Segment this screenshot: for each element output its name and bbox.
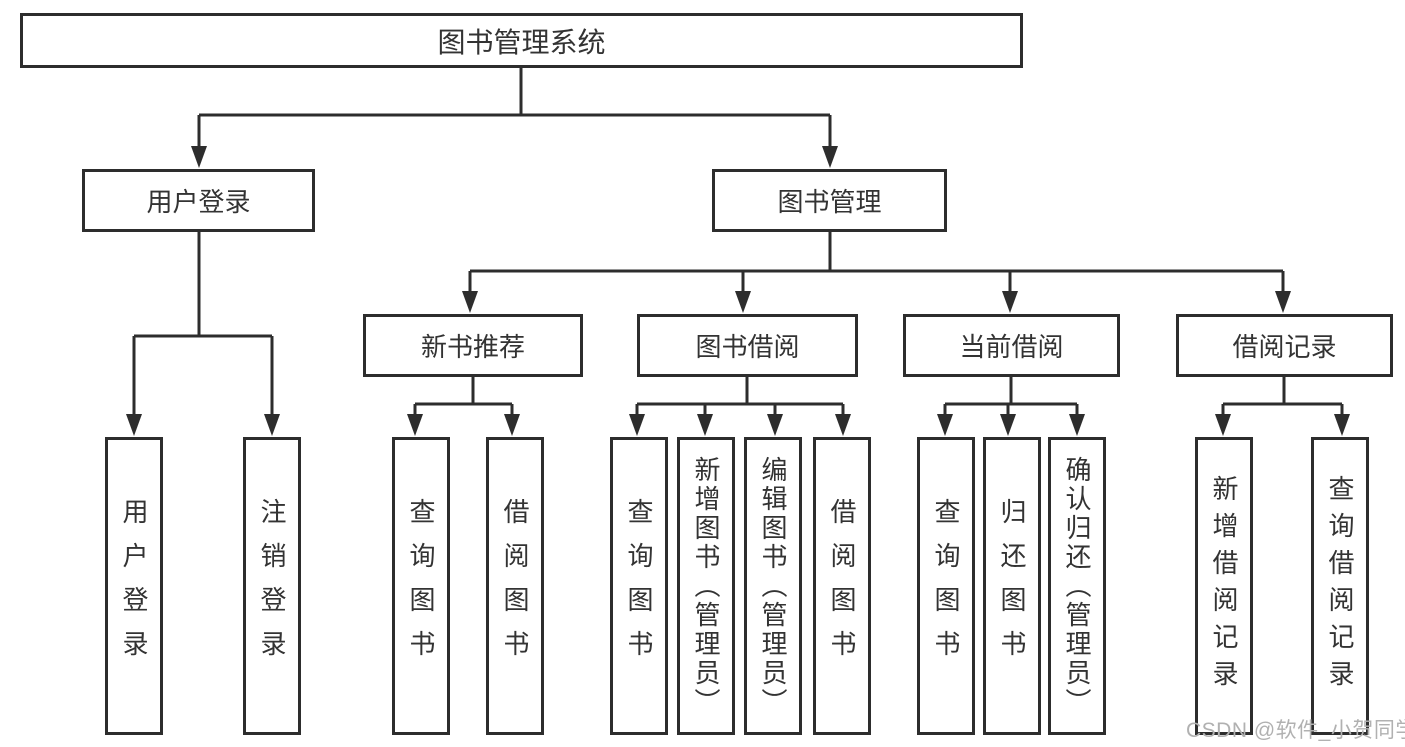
- user-login-branch-line: [132, 232, 274, 418]
- leaf-label: 编辑图书（管理员）: [758, 455, 788, 717]
- leaf-label: 新增图书（管理员）: [691, 455, 721, 717]
- root-to-level2-line: [197, 68, 832, 150]
- leaf-label: 查询借阅记录: [1325, 475, 1355, 697]
- new-book-branch-line: [413, 377, 514, 418]
- leaf-confirm-return-admin: 确认归还（管理员）: [1048, 437, 1106, 735]
- node-label: 借阅记录: [1232, 332, 1337, 362]
- leaf-label: 确认归还（管理员）: [1062, 455, 1092, 717]
- leaf-borrow-books-newbook: 借阅图书: [486, 437, 544, 735]
- arrowhead: [1334, 414, 1350, 436]
- arrowhead: [1000, 414, 1016, 436]
- leaf-label: 查询图书: [931, 498, 961, 674]
- arrowhead: [735, 291, 751, 313]
- leaf-query-books-newbook: 查询图书: [392, 437, 450, 735]
- leaf-label: 新增借阅记录: [1209, 475, 1239, 697]
- arrowhead: [126, 414, 142, 436]
- arrowhead: [1275, 291, 1291, 313]
- arrowhead: [767, 414, 783, 436]
- leaf-query-borrow-record: 查询借阅记录: [1311, 437, 1369, 735]
- arrowhead: [504, 414, 520, 436]
- node-library-system: 图书管理系统: [20, 13, 1023, 68]
- leaf-label: 借阅图书: [500, 498, 530, 674]
- node-label: 图书借阅: [695, 332, 800, 362]
- records-branch-line: [1221, 377, 1344, 418]
- node-user-login: 用户登录: [82, 169, 315, 232]
- arrowhead: [407, 414, 423, 436]
- arrowhead: [1069, 414, 1085, 436]
- node-label: 当前借阅: [959, 332, 1064, 362]
- leaf-label: 注销登录: [257, 498, 287, 674]
- node-borrow-records: 借阅记录: [1176, 314, 1393, 377]
- leaf-edit-book-admin: 编辑图书（管理员）: [744, 437, 802, 735]
- arrowhead: [822, 146, 838, 168]
- node-label: 图书管理系统: [437, 26, 606, 58]
- leaf-borrow-books-borrowing: 借阅图书: [813, 437, 871, 735]
- leaf-add-borrow-record: 新增借阅记录: [1195, 437, 1253, 735]
- leaf-add-book-admin: 新增图书（管理员）: [677, 437, 735, 735]
- node-book-management: 图书管理: [712, 169, 947, 232]
- leaf-label: 查询图书: [406, 498, 436, 674]
- leaf-query-books-borrowing: 查询图书: [610, 437, 668, 735]
- csdn-watermark: CSDN @软件_小贺同学: [1186, 719, 1405, 742]
- arrowhead: [1002, 291, 1018, 313]
- current-borrow-branch-line: [943, 377, 1079, 418]
- leaf-logout: 注销登录: [243, 437, 301, 735]
- arrowhead: [1215, 414, 1231, 436]
- node-label: 用户登录: [146, 187, 251, 217]
- node-label: 新书推荐: [420, 332, 525, 362]
- leaf-label: 用户登录: [119, 498, 149, 674]
- leaf-user-login: 用户登录: [105, 437, 163, 735]
- arrowhead: [835, 414, 851, 436]
- leaf-label: 归还图书: [997, 498, 1027, 674]
- mgmt-to-level3-line: [468, 232, 1285, 295]
- arrowhead: [264, 414, 280, 436]
- leaf-label: 借阅图书: [827, 498, 857, 674]
- arrowhead: [697, 414, 713, 436]
- arrowhead: [629, 414, 645, 436]
- arrowhead: [191, 146, 207, 168]
- arrowhead: [937, 414, 953, 436]
- node-label: 图书管理: [777, 187, 882, 217]
- leaf-query-books-current: 查询图书: [917, 437, 975, 735]
- leaf-label: 查询图书: [624, 498, 654, 674]
- book-borrow-branch-line: [635, 377, 845, 418]
- arrowhead: [462, 291, 478, 313]
- node-new-book-recommend: 新书推荐: [363, 314, 583, 377]
- leaf-return-book: 归还图书: [983, 437, 1041, 735]
- node-current-borrowing: 当前借阅: [903, 314, 1120, 377]
- node-book-borrowing: 图书借阅: [637, 314, 858, 377]
